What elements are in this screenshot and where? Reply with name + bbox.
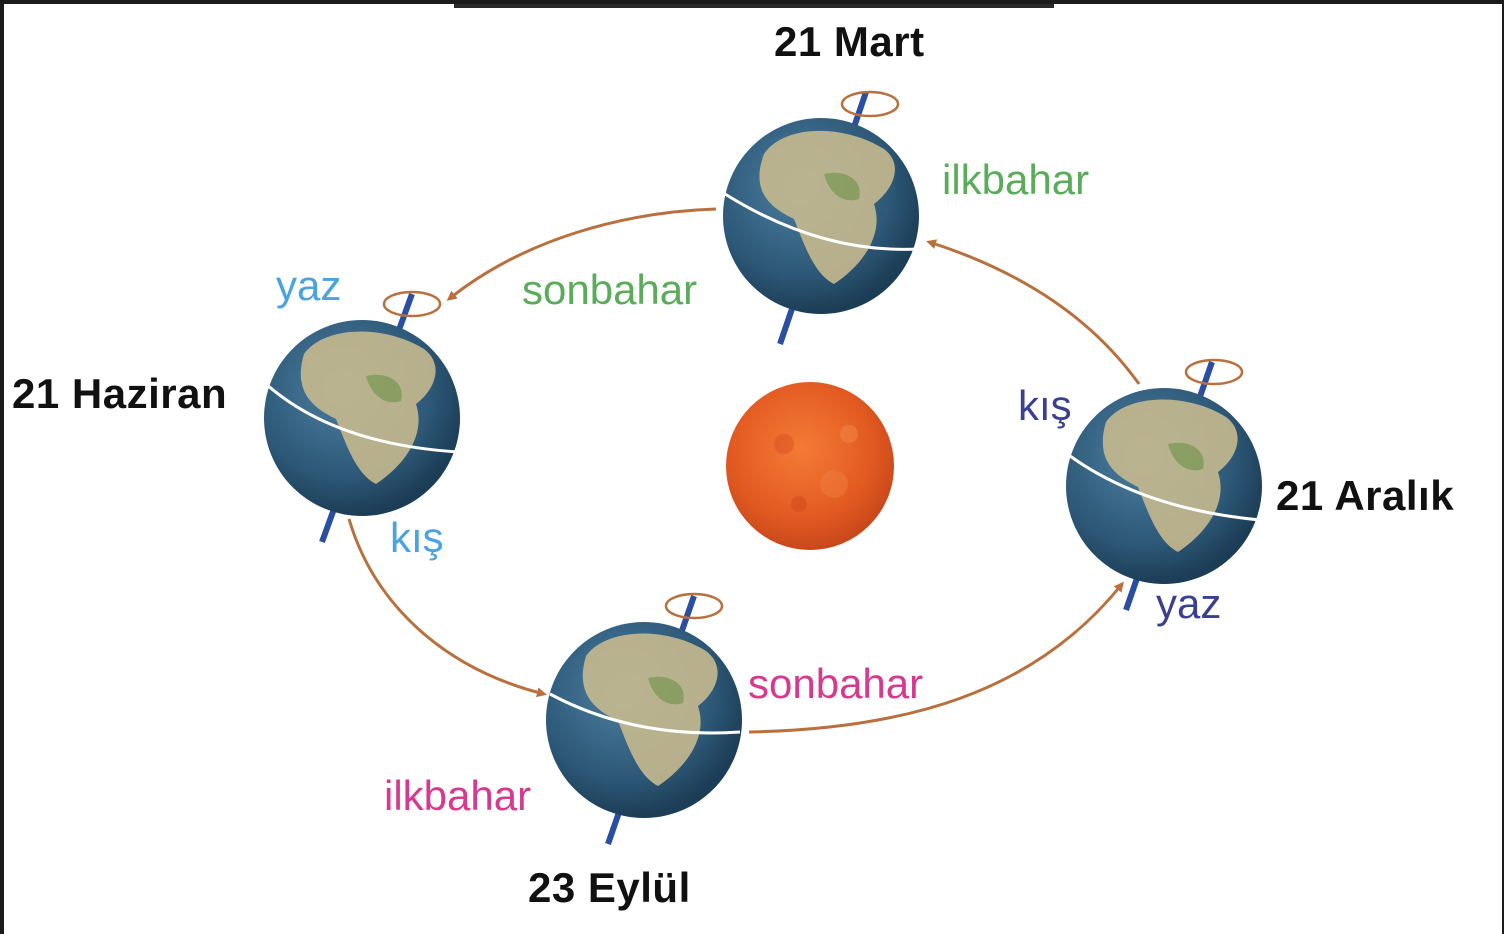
date-label-haziran: 21 Haziran xyxy=(12,370,228,417)
orbit-arrow-haziran-to-eylul xyxy=(347,518,547,698)
date-label-aralik: 21 Aralık xyxy=(1276,472,1455,519)
season-label-aralik-north: kış xyxy=(1018,382,1072,429)
earth-mart xyxy=(723,90,920,345)
season-label-aralik-south: yaz xyxy=(1156,580,1222,627)
sun xyxy=(726,382,894,550)
season-label-eylul-south: ilkbahar xyxy=(384,772,532,819)
top-edge-bar xyxy=(454,4,1054,8)
earth-eylul xyxy=(546,592,742,845)
season-label-mart-south: sonbahar xyxy=(522,266,698,313)
date-label-mart: 21 Mart xyxy=(774,18,925,65)
orbit-diagram xyxy=(264,90,1262,845)
date-label-eylul: 23 Eylül xyxy=(528,864,691,911)
earth-haziran xyxy=(264,290,460,544)
orbit-arrow-aralik-to-mart xyxy=(926,239,1141,385)
orbit-arrow-mart-to-haziran xyxy=(446,207,717,301)
orbit-arrow-eylul-to-aralik xyxy=(748,581,1124,734)
season-label-eylul-north: sonbahar xyxy=(748,660,924,707)
season-label-mart-north: ilkbahar xyxy=(942,156,1090,203)
diagram-frame: 21 Mart 21 Haziran 23 Eylül 21 Aralık il… xyxy=(4,4,1502,934)
season-label-haziran-north: yaz xyxy=(276,262,342,309)
season-label-haziran-south: kış xyxy=(390,514,444,561)
earth-aralik xyxy=(1066,358,1262,611)
